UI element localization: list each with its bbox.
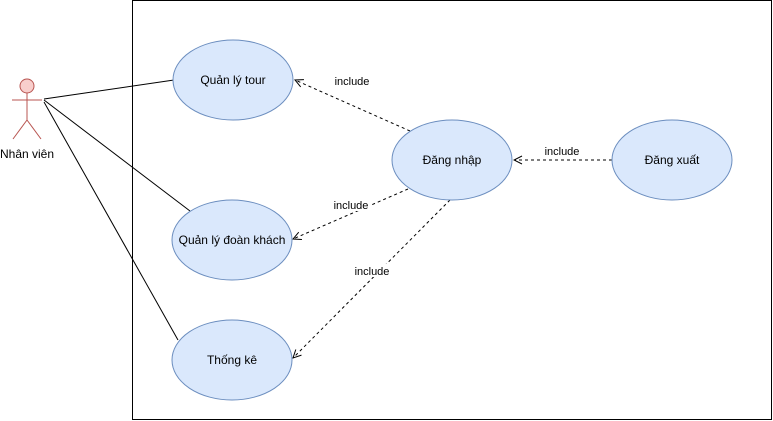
use-case-manage-groups[interactable]: Quản lý đoàn khách bbox=[171, 199, 293, 281]
include-arrow-stats bbox=[293, 199, 451, 358]
include-arrow-tour bbox=[295, 80, 411, 132]
use-case-manage-groups-label: Quản lý đoàn khách bbox=[179, 233, 286, 247]
use-case-statistics[interactable]: Thống kê bbox=[171, 319, 293, 401]
association-manage-groups bbox=[43, 99, 191, 212]
use-case-login[interactable]: Đăng nhập bbox=[391, 119, 513, 201]
use-case-logout-label: Đăng xuất bbox=[645, 153, 700, 167]
include-label-group: include bbox=[334, 200, 369, 212]
use-case-statistics-label: Thống kê bbox=[207, 353, 257, 367]
use-case-logout[interactable]: Đăng xuất bbox=[611, 119, 733, 201]
include-label-tour: include bbox=[335, 76, 370, 88]
actor-nhan-vien[interactable]: Nhân viên bbox=[0, 78, 54, 161]
system-boundary bbox=[132, 0, 772, 420]
actor-left-leg bbox=[12, 119, 28, 140]
include-arrow-group bbox=[293, 188, 409, 239]
actor-label: Nhân viên bbox=[0, 147, 54, 161]
include-label-logout: include bbox=[545, 146, 580, 158]
association-statistics bbox=[43, 101, 179, 341]
use-case-manage-tours[interactable]: Quản lý tour bbox=[172, 39, 294, 121]
use-case-login-label: Đăng nhập bbox=[423, 153, 482, 167]
include-label-stats: include bbox=[355, 266, 390, 278]
association-manage-tours bbox=[43, 79, 175, 100]
actor-right-leg bbox=[26, 119, 42, 140]
use-case-manage-tours-label: Quản lý tour bbox=[200, 73, 265, 87]
actor-head bbox=[19, 78, 35, 94]
